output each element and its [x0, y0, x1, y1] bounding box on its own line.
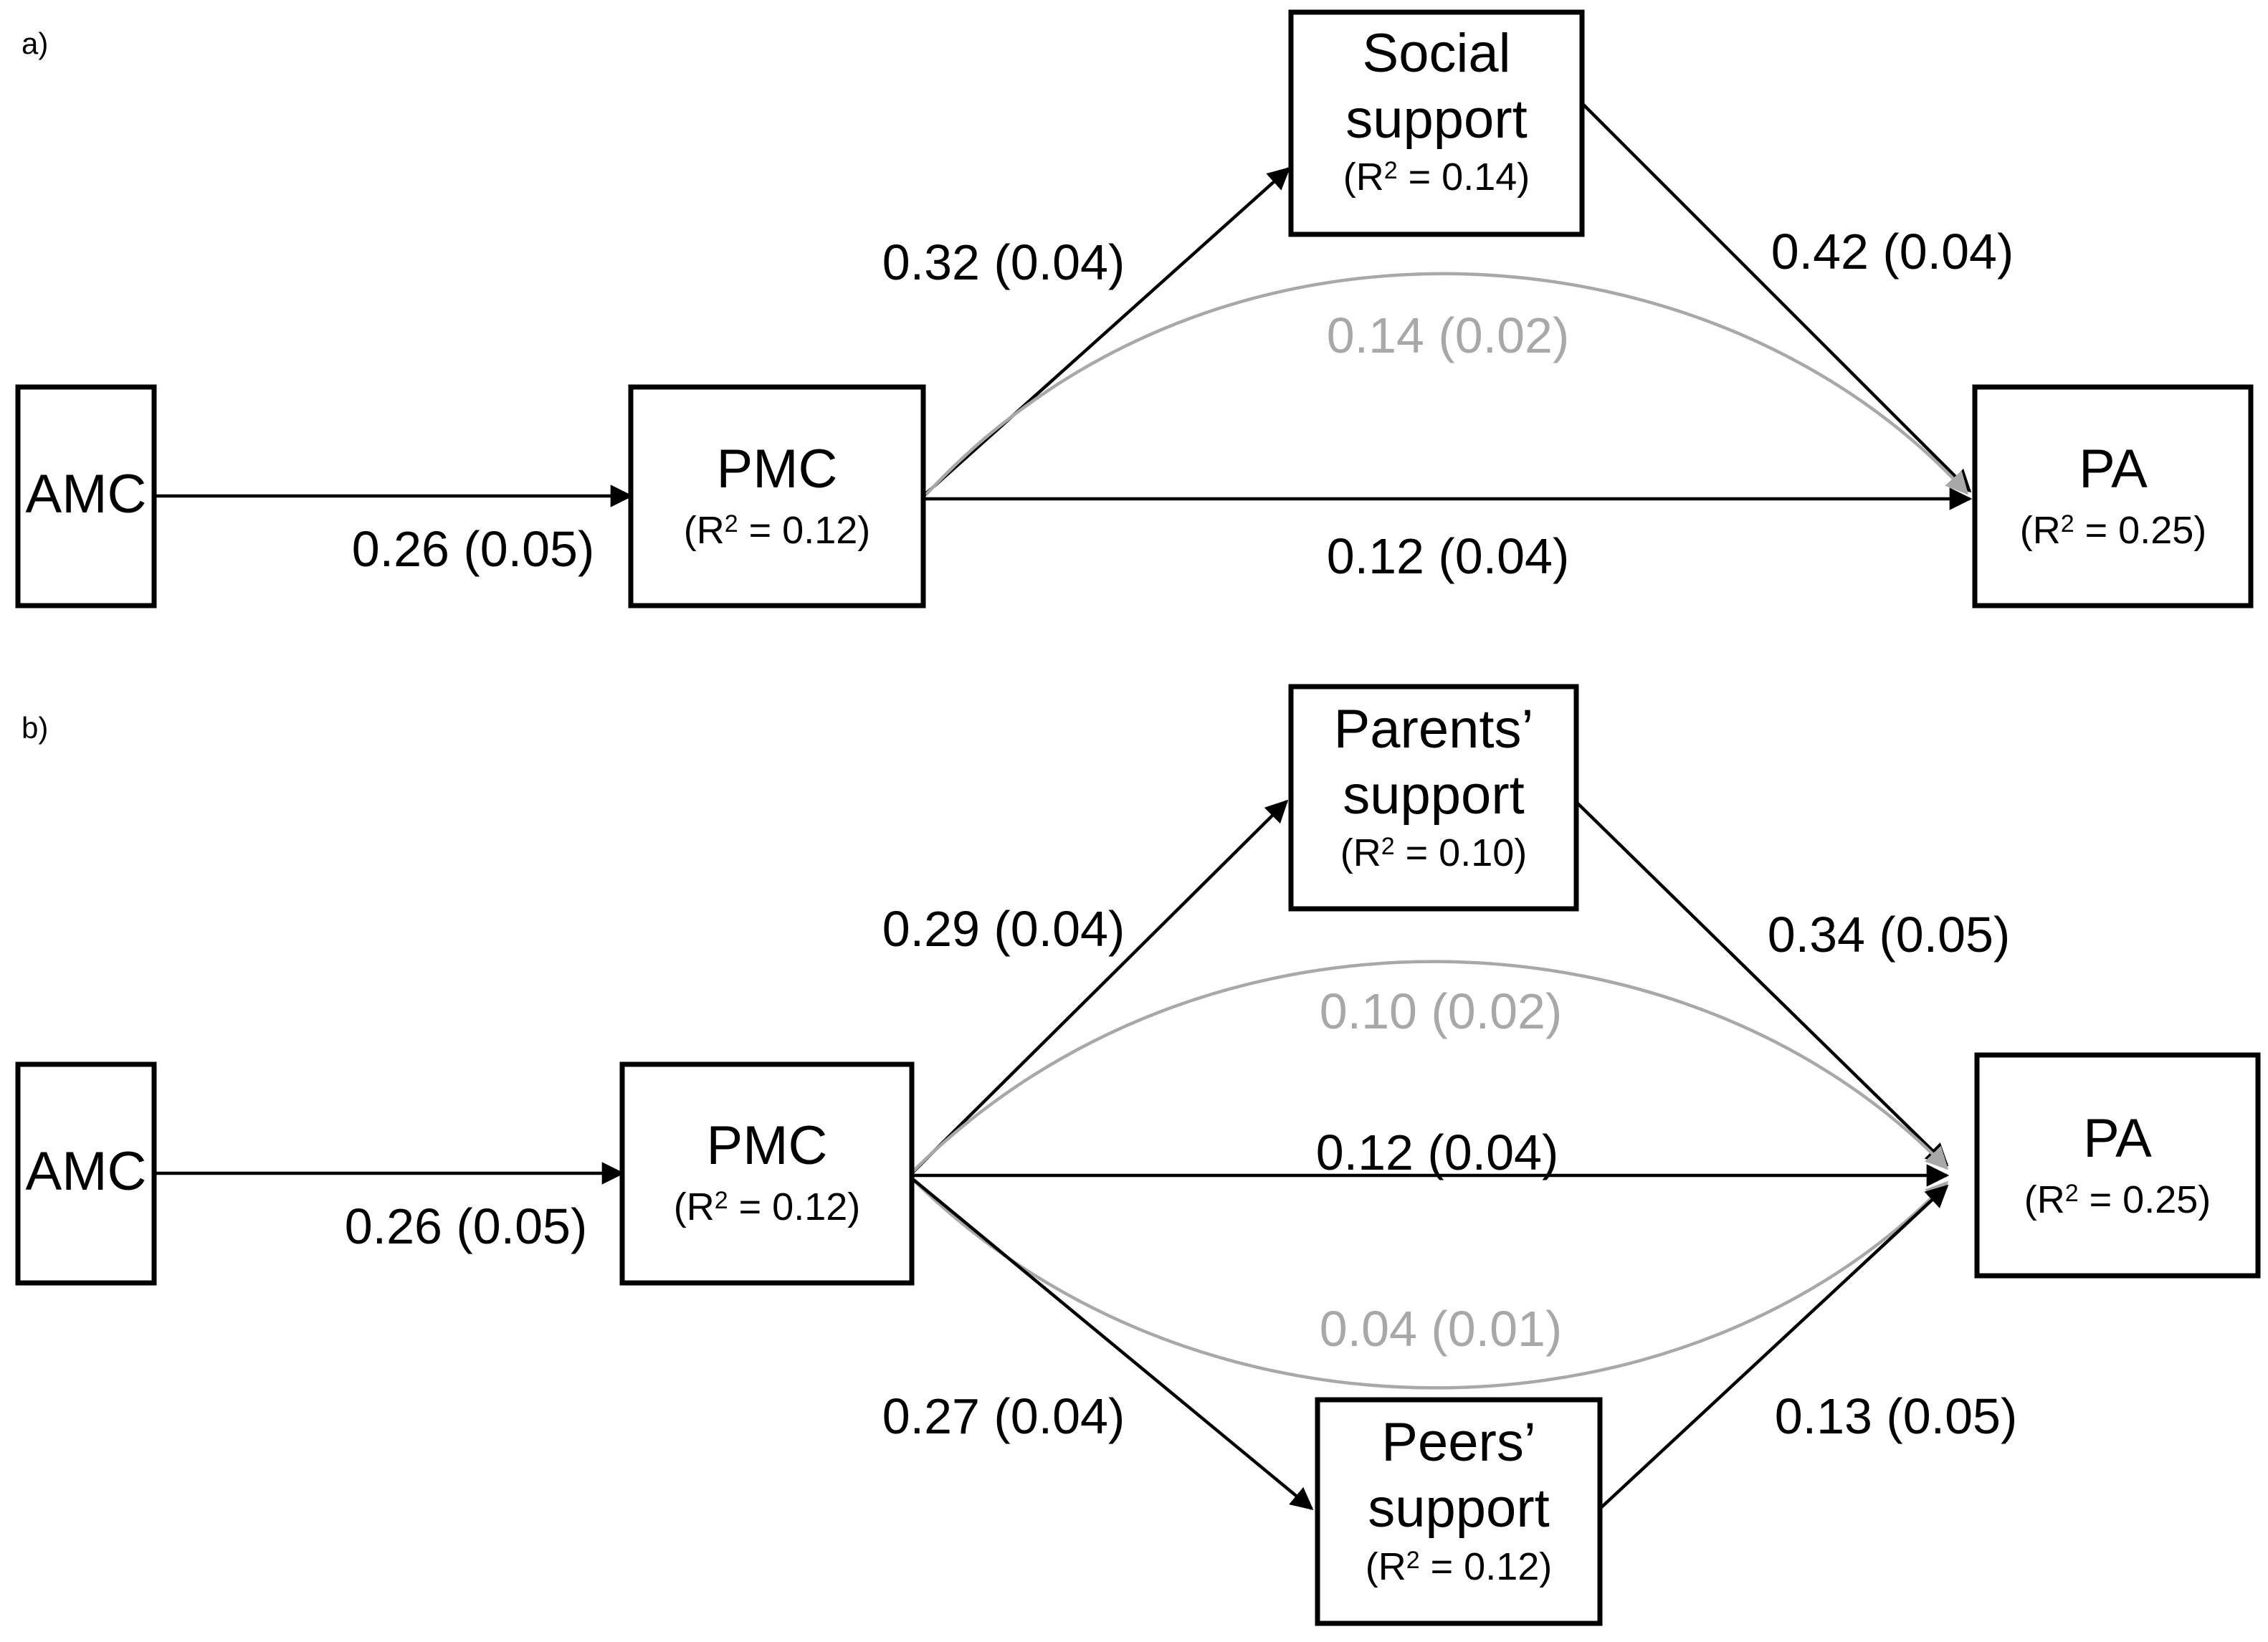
node-a-pmc-label: PMC	[717, 439, 838, 500]
edge-label-b-amc-pmc: 0.26 (0.05)	[345, 1198, 588, 1254]
edge-a-social-pa	[1578, 99, 1972, 493]
node-a-pmc-rect	[628, 384, 926, 608]
panel-b-tag: b)	[22, 711, 48, 745]
node-b-pmc-label: PMC	[707, 1115, 828, 1176]
edge-a-indirect-pmc-pa	[925, 272, 1969, 496]
panel-a-tag: a)	[22, 27, 48, 60]
node-b-peers-label-line2: support	[1368, 1478, 1550, 1539]
node-b-parents-r2: (R2 = 0.10)	[1340, 831, 1528, 874]
node-a-pa-label: PA	[2079, 439, 2148, 500]
node-a-social-support[interactable]: Social support (R2 = 0.14)	[1288, 9, 1585, 237]
node-b-parents-label-line2: support	[1343, 765, 1525, 826]
edge-label-b-indirect-peers: 0.04 (0.01)	[1320, 1301, 1563, 1357]
edge-label-a-direct: 0.12 (0.04)	[1327, 528, 1570, 584]
edge-label-b-direct: 0.12 (0.04)	[1316, 1125, 1559, 1180]
node-b-pmc-rect	[619, 1061, 915, 1286]
node-b-parents-support[interactable]: Parents’ support (R2 = 0.10)	[1288, 684, 1579, 912]
edge-label-a-amc-pmc: 0.26 (0.05)	[352, 521, 595, 577]
node-b-pmc[interactable]: PMC (R2 = 0.12)	[619, 1061, 915, 1286]
node-a-social-rect	[1288, 9, 1585, 237]
node-b-peers-support[interactable]: Peers’ support (R2 = 0.12)	[1315, 1397, 1603, 1626]
edge-label-b-parents-pa: 0.34 (0.05)	[1768, 907, 2011, 963]
node-b-pa-label: PA	[2083, 1108, 2152, 1169]
edge-b-parents-pa	[1574, 800, 1949, 1167]
edge-b-indirect-peers	[912, 1178, 1949, 1390]
edge-label-b-indirect-parents: 0.10 (0.02)	[1320, 983, 1563, 1039]
node-a-social-r2: (R2 = 0.14)	[1343, 156, 1530, 199]
node-a-pmc[interactable]: PMC (R2 = 0.12)	[628, 384, 926, 608]
node-b-pa-rect	[1974, 1052, 2261, 1279]
edge-b-peers-pa	[1598, 1184, 1949, 1510]
edge-label-b-peers-pa: 0.13 (0.05)	[1775, 1388, 2018, 1444]
node-a-amc-rect	[15, 384, 157, 608]
node-a-pmc-r2: (R2 = 0.12)	[684, 509, 871, 552]
edge-b-pmc-peers	[910, 1177, 1314, 1511]
node-a-pa-r2: (R2 = 0.25)	[2020, 509, 2207, 552]
edge-label-b-pmc-parents: 0.29 (0.04)	[882, 901, 1125, 957]
edge-label-a-pmc-social: 0.32 (0.04)	[882, 234, 1125, 290]
edge-b-pmc-parents	[910, 799, 1289, 1175]
node-b-peers-label-line1: Peers’	[1381, 1412, 1535, 1473]
node-b-parents-rect	[1288, 684, 1579, 912]
node-a-amc-label: AMC	[26, 464, 147, 525]
node-b-amc-rect	[15, 1061, 157, 1286]
edge-label-a-indirect: 0.14 (0.02)	[1327, 307, 1570, 363]
node-b-peers-rect	[1315, 1397, 1603, 1626]
node-a-social-label-line2: support	[1345, 89, 1528, 150]
edge-b-indirect-parents	[912, 960, 1949, 1173]
panel-b: AMC PMC (R2 = 0.12) Parents’ support (R2…	[15, 684, 2261, 1626]
edge-label-b-pmc-peers: 0.27 (0.04)	[882, 1388, 1125, 1444]
node-a-pa[interactable]: PA (R2 = 0.25)	[1972, 384, 2254, 608]
node-b-pa-r2: (R2 = 0.25)	[2024, 1178, 2211, 1221]
node-b-amc-label: AMC	[26, 1141, 147, 1202]
node-a-social-label-line1: Social	[1363, 23, 1511, 84]
panel-a: AMC PMC (R2 = 0.12) Social support (R2 =…	[15, 9, 2254, 608]
edge-a-pmc-social	[922, 166, 1291, 497]
node-a-pa-rect	[1972, 384, 2254, 608]
edge-label-a-social-pa: 0.42 (0.04)	[1771, 224, 2014, 280]
node-b-pmc-r2: (R2 = 0.12)	[674, 1185, 861, 1228]
node-a-amc[interactable]: AMC	[15, 384, 157, 608]
node-b-pa[interactable]: PA (R2 = 0.25)	[1974, 1052, 2261, 1279]
node-b-amc[interactable]: AMC	[15, 1061, 157, 1286]
node-b-parents-label-line1: Parents’	[1334, 699, 1534, 760]
node-b-peers-r2: (R2 = 0.12)	[1366, 1545, 1553, 1588]
